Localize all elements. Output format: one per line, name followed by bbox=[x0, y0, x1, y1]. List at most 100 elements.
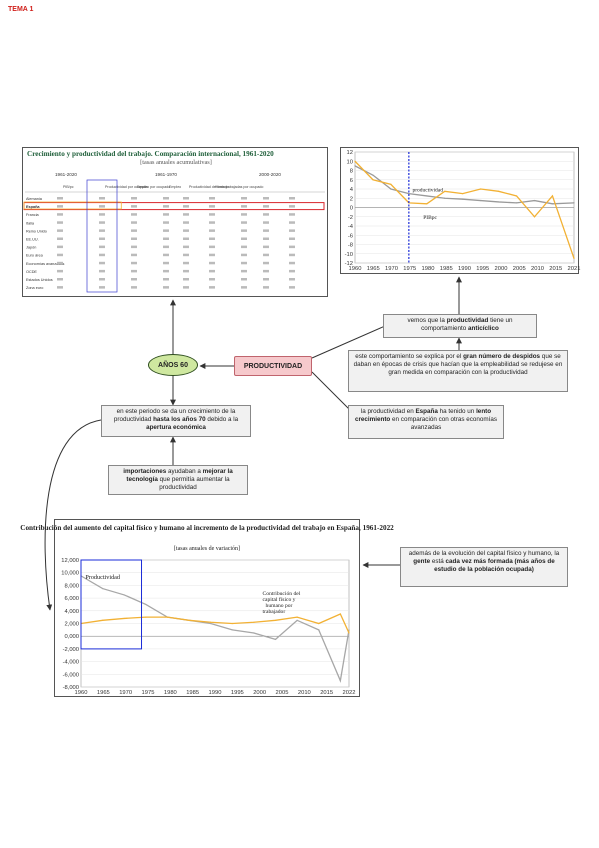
data-point bbox=[498, 190, 500, 192]
x-tick-label: 2000 bbox=[495, 266, 508, 272]
x-tick-label: 2022 bbox=[343, 690, 356, 696]
data-point bbox=[318, 629, 320, 631]
table-title: Crecimiento y productividad del trabajo.… bbox=[27, 150, 274, 158]
x-tick-label: 1990 bbox=[209, 690, 222, 696]
data-point bbox=[480, 188, 482, 190]
table-column-header: Empleo bbox=[169, 185, 181, 189]
data-point bbox=[498, 201, 500, 203]
data-point bbox=[533, 216, 536, 218]
table-row-label: Zona euro bbox=[26, 286, 43, 290]
y-tick-label: -6,000 bbox=[63, 672, 79, 678]
data-point bbox=[444, 197, 446, 199]
y-tick-label: 0 bbox=[350, 206, 353, 212]
data-point bbox=[462, 198, 464, 200]
x-tick-label: 2015 bbox=[320, 690, 333, 696]
table-column-header: PIB/pc bbox=[63, 185, 74, 189]
table-column-header: Productividad del trabajo bbox=[189, 185, 229, 189]
x-tick-label: 1975 bbox=[142, 690, 155, 696]
data-point bbox=[253, 632, 255, 634]
data-point bbox=[372, 179, 374, 181]
y-tick-label: -4,000 bbox=[63, 660, 79, 666]
data-point bbox=[339, 613, 341, 615]
x-tick-label: 1990 bbox=[458, 266, 471, 272]
data-point bbox=[318, 622, 320, 625]
table-row-label: Italia bbox=[26, 221, 35, 225]
data-point bbox=[515, 195, 518, 197]
data-point bbox=[354, 165, 356, 167]
table-row-label: Euro área bbox=[26, 254, 44, 258]
y-tick-label: 2 bbox=[350, 196, 353, 202]
data-point bbox=[145, 616, 147, 618]
data-point bbox=[462, 193, 464, 195]
box-importaciones: importaciones ayudaban a mejorar la tecn… bbox=[108, 465, 248, 495]
data-point bbox=[102, 587, 104, 590]
annotation-productividad: productividad bbox=[412, 187, 443, 193]
x-tick-label: 1970 bbox=[385, 266, 398, 272]
table-column-header: Productividad por ocupado bbox=[105, 185, 148, 189]
table-row-label: Alemania bbox=[26, 197, 43, 201]
y-tick-label: -4 bbox=[348, 224, 354, 230]
x-tick-label: 2010 bbox=[298, 690, 311, 696]
table-period-header: 2000-2020 bbox=[259, 172, 281, 177]
table-row-label: Japón bbox=[26, 246, 36, 250]
y-tick-label: 4,000 bbox=[64, 609, 79, 615]
x-tick-label: 2010 bbox=[531, 266, 544, 272]
y-tick-label: 10 bbox=[347, 159, 353, 165]
data-point bbox=[274, 619, 277, 621]
box-despidos: este comportamiento se explica por el gr… bbox=[348, 350, 568, 392]
data-point bbox=[339, 680, 341, 682]
table-highlight-orange bbox=[23, 201, 122, 210]
box-espana: la productividad en España ha tenido un … bbox=[348, 405, 504, 439]
data-point bbox=[426, 195, 428, 197]
y-tick-label: 12 bbox=[347, 150, 353, 156]
capital-contribution-chart: Contribución del aumento del capital fís… bbox=[20, 524, 394, 696]
y-tick-label: 12,000 bbox=[61, 558, 79, 564]
x-tick-label: 2021 bbox=[568, 266, 581, 272]
data-point bbox=[372, 174, 374, 176]
table-row-label: Reino Unido bbox=[26, 229, 47, 233]
y-tick-label: 10,000 bbox=[61, 571, 79, 577]
data-point bbox=[551, 195, 554, 197]
table-subtitle: [tasas anuales acumulativas] bbox=[140, 159, 212, 166]
x-tick-label: 2005 bbox=[276, 690, 289, 696]
data-point bbox=[231, 622, 233, 625]
data-point bbox=[573, 257, 575, 259]
node-anos-60: AÑOS 60 bbox=[148, 354, 198, 376]
table-highlight-blue bbox=[86, 179, 118, 293]
y-tick-label: -10 bbox=[345, 252, 353, 258]
table-row-label: Francia bbox=[26, 213, 40, 217]
y-tick-label: -2 bbox=[348, 215, 353, 221]
data-point bbox=[348, 632, 350, 634]
annotation-pibpc: PIBpc bbox=[423, 215, 437, 221]
y-tick-label: -2,000 bbox=[63, 647, 79, 653]
arrow-prod-to-espana bbox=[311, 371, 351, 411]
series-line bbox=[80, 613, 350, 634]
table-column-header: Horas trabajadas por ocupado bbox=[215, 185, 263, 189]
data-point bbox=[210, 621, 212, 623]
table-period-header: 1961-1970 bbox=[155, 172, 177, 177]
arrow-prod-to-anticiclico bbox=[311, 325, 386, 359]
x-tick-label: 1980 bbox=[422, 266, 435, 272]
data-point bbox=[253, 621, 255, 623]
data-point bbox=[166, 616, 169, 618]
x-tick-label: 1965 bbox=[97, 690, 110, 696]
series-line bbox=[80, 575, 350, 683]
data-point bbox=[390, 183, 392, 185]
x-tick-label: 2015 bbox=[549, 266, 562, 272]
table-row-label: Economías avanzadas bbox=[26, 262, 65, 266]
y-tick-label: 4 bbox=[350, 187, 354, 193]
tema-label: TEMA 1 bbox=[8, 6, 34, 13]
data-point bbox=[480, 199, 482, 202]
box-capital: además de la evolución del capital físic… bbox=[400, 547, 568, 587]
data-point bbox=[210, 622, 212, 625]
data-point bbox=[533, 199, 536, 202]
data-point bbox=[296, 619, 298, 621]
y-tick-label: -12 bbox=[345, 261, 353, 267]
x-tick-label: 2005 bbox=[513, 266, 526, 272]
box-periodo: en este periodo se da un crecimiento de … bbox=[101, 405, 251, 437]
data-point bbox=[145, 603, 147, 606]
